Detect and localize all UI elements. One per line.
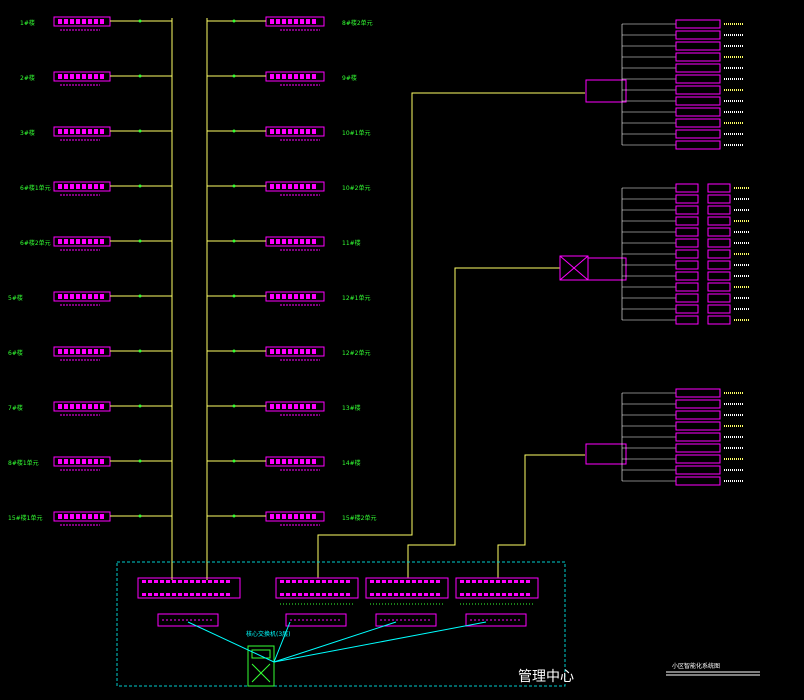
right-link-node xyxy=(232,404,236,408)
patch-panel-3 xyxy=(585,443,627,465)
management-center-border xyxy=(116,561,566,687)
left-link-node xyxy=(138,184,142,188)
rack-unit xyxy=(157,613,219,627)
uplink-line-2 xyxy=(407,267,560,578)
left-link-node xyxy=(138,404,142,408)
right-building-label: 12#2单元 xyxy=(342,349,370,357)
right-building-switch xyxy=(265,126,325,137)
left-building-switch xyxy=(53,401,111,412)
drawing-title: 小区智能化系统图 xyxy=(672,662,720,670)
right-building-label: 15#楼2单元 xyxy=(342,514,376,522)
left-building-label: 1#楼 xyxy=(20,19,35,27)
right-building-switch xyxy=(265,346,325,357)
left-building-label: 8#楼1单元 xyxy=(8,459,39,467)
left-building-label: 6#楼2单元 xyxy=(20,239,51,247)
outlet-fanout-2 xyxy=(621,183,750,325)
right-building-switch xyxy=(265,511,325,522)
core-switch-label: 核心交换机(3层) xyxy=(246,630,291,638)
left-building-label: 3#楼 xyxy=(20,129,35,137)
right-building-switch xyxy=(265,291,325,302)
outlet-fanout-1 xyxy=(621,19,744,150)
remote-distribution-1 xyxy=(585,19,744,150)
uplink-line-3 xyxy=(497,454,585,578)
mc-switch-group xyxy=(137,562,539,605)
rack-unit xyxy=(465,613,527,627)
left-building-switch xyxy=(53,16,111,27)
left-building-label: 6#楼1单元 xyxy=(20,184,51,192)
patch-panel-1 xyxy=(585,79,627,103)
left-building-switch xyxy=(53,236,111,247)
core-distribution-switch xyxy=(137,577,241,599)
left-link-node xyxy=(138,74,142,78)
left-building-label: 6#楼 xyxy=(8,349,23,357)
right-link-node xyxy=(232,459,236,463)
fiber-links xyxy=(187,621,487,663)
aggregation-switch xyxy=(365,577,449,599)
aggregation-switch xyxy=(275,577,359,599)
left-link-node xyxy=(138,459,142,463)
management-center-frame: 核心交换机(3层) 管理中心 xyxy=(116,561,574,687)
trunk-lines xyxy=(171,18,585,580)
right-link-node xyxy=(232,514,236,518)
uplink-line-1 xyxy=(317,92,585,578)
outlet-fanout-3 xyxy=(621,388,744,486)
right-building-switch xyxy=(265,71,325,82)
aggregation-switch xyxy=(455,577,539,599)
left-building-switch xyxy=(53,181,111,192)
left-building-switch xyxy=(53,71,111,82)
left-link-node xyxy=(138,129,142,133)
management-center-title: 管理中心 xyxy=(518,669,574,685)
right-link-node xyxy=(232,349,236,353)
patch-panel-2 xyxy=(587,257,627,281)
left-building-switch xyxy=(53,456,111,467)
right-building-label: 12#1单元 xyxy=(342,294,370,302)
left-building-label: 15#楼1单元 xyxy=(8,514,42,522)
right-building-switch xyxy=(265,181,325,192)
left-link-node xyxy=(138,349,142,353)
left-building-label: 7#楼 xyxy=(8,404,23,412)
left-building-switch xyxy=(53,511,111,522)
right-link-node xyxy=(232,19,236,23)
right-building-label: 10#2单元 xyxy=(342,184,370,192)
remote-distribution-2 xyxy=(559,183,750,325)
right-building-switch xyxy=(265,401,325,412)
right-link-node xyxy=(232,184,236,188)
right-link-node xyxy=(232,129,236,133)
left-link-node xyxy=(138,514,142,518)
left-building-label: 5#楼 xyxy=(8,294,23,302)
left-link-node xyxy=(138,19,142,23)
right-link-node xyxy=(232,294,236,298)
left-building-switch xyxy=(53,346,111,357)
left-link-node xyxy=(138,294,142,298)
mc-unit-group xyxy=(157,613,527,627)
core-switch xyxy=(247,645,275,687)
right-link-node xyxy=(232,239,236,243)
left-building-switch xyxy=(53,291,111,302)
right-building-switch xyxy=(265,236,325,247)
right-building-label: 10#1单元 xyxy=(342,129,370,137)
right-building-label: 13#楼 xyxy=(342,404,361,412)
left-building-switch xyxy=(53,126,111,137)
right-link-node xyxy=(232,74,236,78)
right-building-label: 8#楼2单元 xyxy=(342,19,373,27)
left-link-node xyxy=(138,239,142,243)
rack-unit xyxy=(375,613,437,627)
remote-distribution-3 xyxy=(585,388,744,486)
right-building-switch xyxy=(265,456,325,467)
right-building-switches: 8#楼2单元 9#楼 10#1单元 10#2单元 11#楼 12#1单元 12#2单元 13#… xyxy=(207,16,376,526)
right-building-label: 11#楼 xyxy=(342,239,361,247)
right-building-label: 14#楼 xyxy=(342,459,361,467)
rack-unit xyxy=(285,613,347,627)
right-building-label: 9#楼 xyxy=(342,74,357,82)
left-building-switches: 1#楼 2#楼 3#楼 6#楼1单元 6#楼2单元 5#楼 6#楼 7#楼 8#楼1单元 15#楼… xyxy=(8,16,172,526)
right-building-switch xyxy=(265,16,325,27)
left-building-label: 2#楼 xyxy=(20,74,35,82)
